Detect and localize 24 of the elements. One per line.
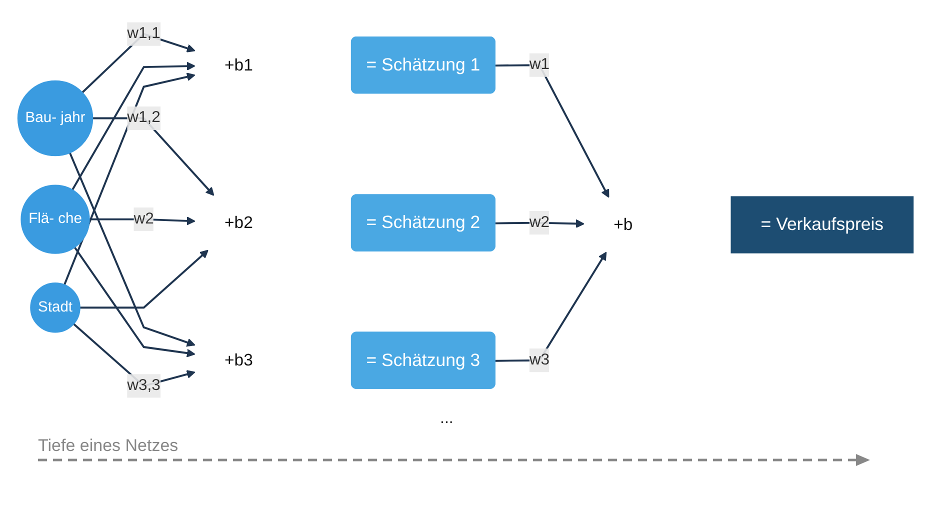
edge-label: w2 bbox=[134, 210, 154, 228]
edge-label: w2 bbox=[529, 214, 550, 231]
node-text: +b3 bbox=[224, 350, 253, 370]
edge-label: w1 bbox=[529, 56, 550, 73]
arrow bbox=[89, 216, 196, 226]
edge-label: w1,2 bbox=[127, 109, 160, 126]
arrow bbox=[72, 62, 196, 190]
node-text: +b2 bbox=[224, 213, 253, 232]
ellipsis-label: ... bbox=[440, 410, 454, 428]
edge-label: w1,1 bbox=[127, 25, 160, 42]
edge-label: w3,3 bbox=[127, 377, 160, 394]
node-circle: Stadt bbox=[30, 282, 80, 333]
edge-label: w3 bbox=[529, 351, 550, 368]
node-box: = Verkaufspreis bbox=[730, 196, 914, 254]
node-text: +b bbox=[614, 215, 633, 234]
axis-label: Tiefe eines Netzes bbox=[38, 436, 178, 456]
arrow bbox=[80, 250, 208, 309]
node-circle: Bau- jahr bbox=[17, 80, 94, 156]
node-text: +b1 bbox=[224, 55, 253, 74]
arrow bbox=[74, 246, 196, 358]
arrow bbox=[68, 152, 196, 347]
node-circle: Flä- che bbox=[20, 184, 90, 254]
arrow bbox=[495, 64, 610, 198]
arrow bbox=[495, 252, 607, 362]
